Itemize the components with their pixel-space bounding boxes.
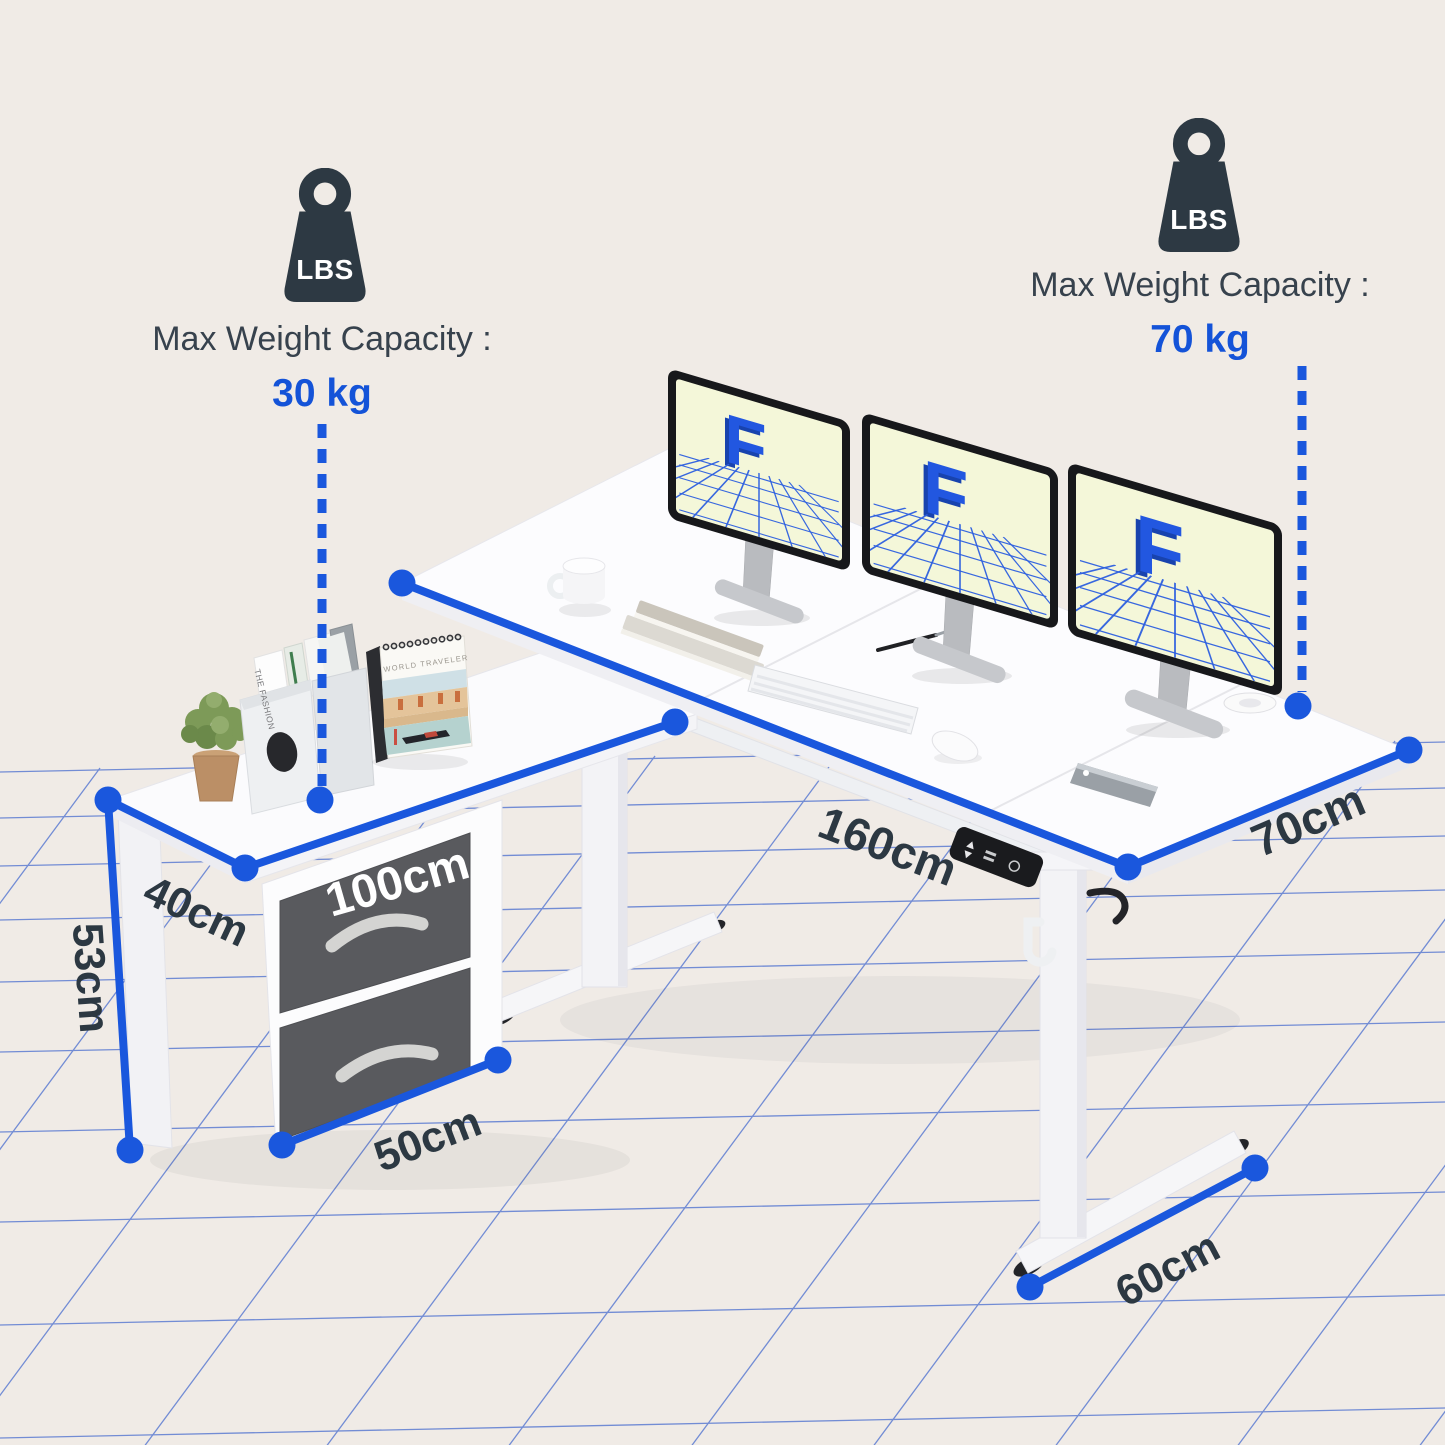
svg-text:F: F — [721, 401, 763, 491]
headphone-hook-icon — [1023, 917, 1057, 967]
monitor-3: F F — [1068, 462, 1282, 698]
cable-hook-icon — [1086, 887, 1129, 925]
brand-f-logo-icon: F F — [721, 398, 767, 491]
weight-lbs-icon: LBS — [266, 167, 384, 318]
dimension-label-cabinet-height: 53cm — [62, 921, 119, 1035]
monitor-1: F F — [668, 368, 850, 572]
keyboard — [747, 664, 919, 735]
max-weight-value-right: 70 kg — [1150, 318, 1250, 361]
power-bank — [1070, 763, 1158, 807]
height-control-panel — [949, 827, 1044, 888]
svg-text:F: F — [725, 398, 767, 488]
pen — [876, 630, 947, 652]
drawer-handle-bottom — [335, 1044, 439, 1083]
desk-right-leg — [1013, 851, 1249, 1277]
monitor-stands — [714, 531, 1230, 739]
monitor-2: F F — [862, 412, 1058, 631]
cable-grommet — [1223, 692, 1277, 714]
max-weight-value-left: 30 kg — [272, 372, 372, 415]
desk-calendar — [366, 633, 473, 770]
dimension-lines — [104, 579, 1413, 1291]
screen-grid-icon — [870, 503, 1050, 620]
screen-grid-icon — [676, 453, 842, 562]
svg-text:F: F — [1130, 500, 1179, 605]
book-stack — [620, 600, 764, 684]
dimension-dots — [94, 569, 1423, 1301]
max-weight-label-right: Max Weight Capacity : — [1030, 266, 1370, 304]
weight-lbs-icon: LBS — [1140, 117, 1258, 268]
coffee-mug — [547, 557, 611, 617]
drawer-handle-top — [325, 913, 429, 953]
monitor-3-screen: F F — [1076, 472, 1274, 688]
max-weight-label-left: Max Weight Capacity : — [152, 320, 492, 358]
weight-icon-label: LBS — [296, 253, 354, 285]
monitor-2-screen: F F — [870, 422, 1050, 620]
mouse — [931, 730, 982, 764]
monitor-1-screen: F F — [676, 378, 842, 562]
magazine-file-holder — [239, 623, 375, 815]
pointer-dashed-lines — [317, 366, 1307, 786]
screen-grid-icon — [1076, 559, 1274, 688]
weight-icon-label: LBS — [1170, 203, 1228, 235]
